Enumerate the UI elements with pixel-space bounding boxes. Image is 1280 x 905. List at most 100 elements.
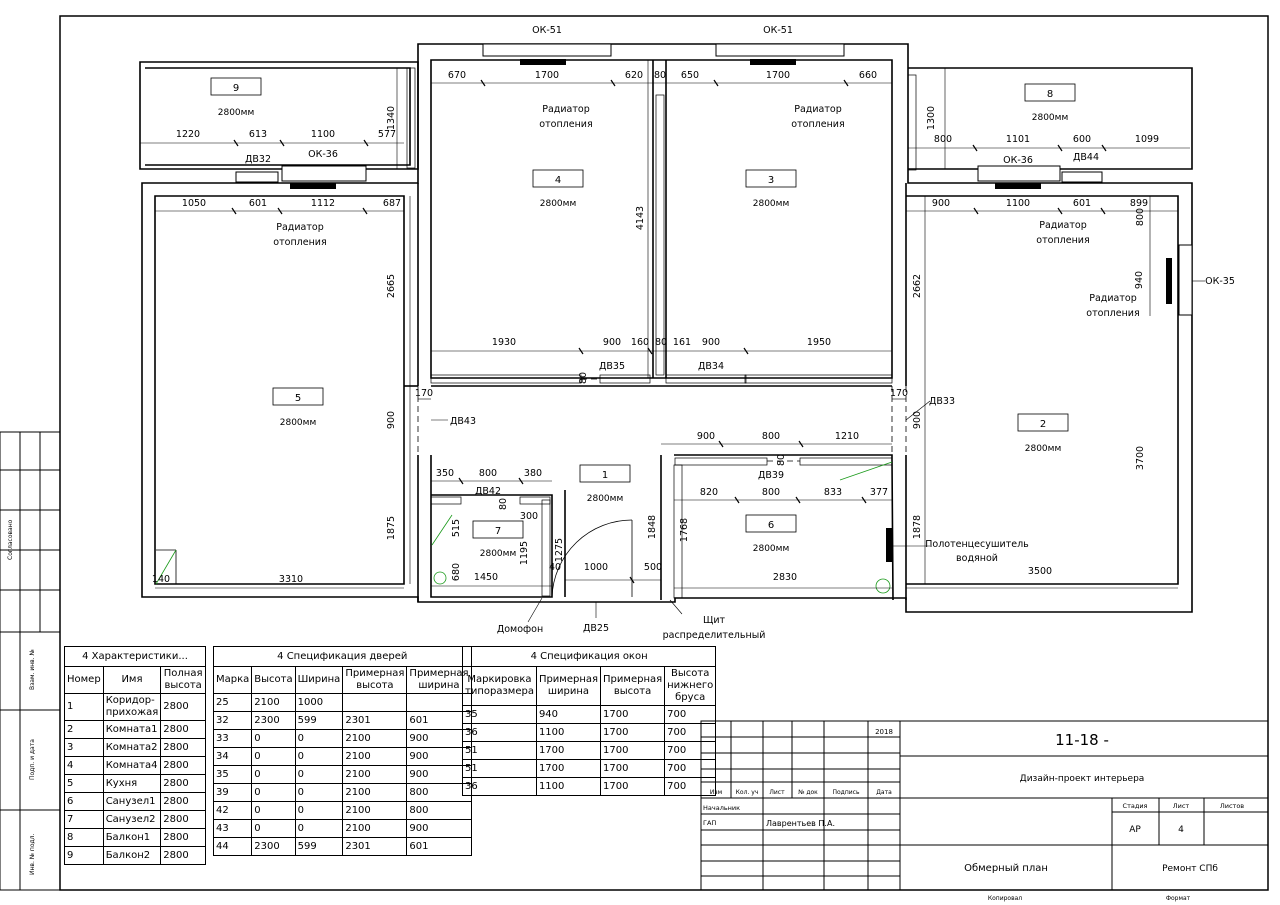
dim-80-d: 80 — [498, 498, 509, 510]
dim-800-a: 800 — [934, 134, 952, 145]
windows-table-row-cell: 1700 — [535, 759, 602, 778]
dim-600: 600 — [1073, 134, 1091, 145]
door-dv33-label: ДВ33 — [929, 396, 955, 407]
dim-601-b: 601 — [1073, 198, 1091, 209]
doors-table-row-cell: 601 — [406, 837, 472, 856]
title-sheet-value: 4 — [1178, 825, 1184, 835]
doors-table: 4 Спецификация дверей Марка Высота Ширин… — [212, 646, 472, 856]
dim-1210: 1210 — [835, 431, 859, 442]
doors-table-row-cell: 0 — [251, 765, 296, 784]
dim-1875: 1875 — [386, 516, 397, 540]
side-label-replace: Взам. инв. № — [29, 649, 36, 690]
dim-170-a: 170 — [415, 388, 433, 399]
doors-table-row-cell: 2100 — [342, 819, 408, 838]
windows-table-row-cell: 700 — [664, 777, 717, 796]
rooms-table-row-cell: Коридор-прихожая — [102, 693, 162, 721]
dim-1220: 1220 — [176, 129, 200, 140]
dim-377: 377 — [870, 487, 888, 498]
doors-table-row-cell: 800 — [406, 801, 472, 820]
dim-1100-a: 1100 — [311, 129, 335, 140]
rooms-table-row-cell: 2800 — [160, 720, 206, 739]
rooms-table-row-cell: 2800 — [160, 828, 206, 847]
doors-header-height: Высота — [251, 666, 296, 694]
dim-1275: 1275 — [554, 538, 565, 562]
windows-table-row-cell: 1700 — [600, 777, 666, 796]
doors-table-row-cell: 34 — [212, 747, 253, 766]
dim-1700-a: 1700 — [535, 70, 559, 81]
dim-650: 650 — [681, 70, 699, 81]
room-8-height: 2800мм — [1032, 113, 1068, 123]
rooms-table-row-cell: Комната4 — [102, 756, 162, 775]
dim-350: 350 — [436, 468, 454, 479]
dim-2830: 2830 — [773, 572, 797, 583]
windows-table-row-cell: 1700 — [600, 723, 666, 742]
side-label-inv: Инв. № подл. — [29, 834, 36, 875]
windows-header-type: Маркировка типоразмера — [462, 666, 537, 706]
dim-800-d: 800 — [762, 487, 780, 498]
sign-header-5: Дата — [876, 789, 892, 796]
dim-140: 140 — [152, 574, 170, 585]
doors-header-approx-height: Примерная высота — [342, 666, 408, 694]
doors-table-row-cell: 2300 — [251, 711, 296, 730]
room-1-number: 1 — [602, 470, 608, 481]
window-ok36-right-label: ОК-36 — [1003, 155, 1033, 166]
dim-899: 899 — [1130, 198, 1148, 209]
doors-header-width: Ширина — [294, 666, 344, 694]
dim-170-b: 170 — [890, 388, 908, 399]
dim-900-d: 900 — [697, 431, 715, 442]
radiator-2-label-1: Радиатор — [1039, 220, 1087, 231]
sign-header-2: Лист — [769, 789, 785, 796]
dim-161: 161 — [673, 337, 691, 348]
dim-160: 160 — [631, 337, 649, 348]
windows-header-height: Примерная высота — [600, 666, 666, 706]
doors-table-row-cell: 0 — [294, 747, 344, 766]
title-sheets-label: Листов — [1220, 802, 1244, 810]
doors-table-row-cell: 42 — [212, 801, 253, 820]
dim-687: 687 — [383, 198, 401, 209]
room-7-number: 7 — [495, 526, 501, 537]
rooms-table-row-cell: 4 — [64, 756, 104, 775]
doors-table-row-cell: 44 — [212, 837, 253, 856]
door-dv35-label: ДВ35 — [599, 361, 625, 372]
windows-table-row-cell: 700 — [664, 741, 717, 760]
partition-hatching — [406, 67, 917, 599]
door-dv43-label: ДВ43 — [450, 416, 476, 427]
dim-515: 515 — [451, 519, 462, 537]
rooms-table-row-cell: 9 — [64, 846, 104, 865]
windows-table-row-cell: 51 — [462, 759, 537, 778]
sign-header-3: № док — [798, 789, 818, 796]
window-ok51-right-label: ОК-51 — [763, 25, 793, 36]
rooms-header-height: Полная высота — [160, 666, 206, 694]
doors-table-row-cell: 0 — [251, 783, 296, 802]
doors-table-row-cell: 2100 — [342, 747, 408, 766]
windows — [235, 43, 1193, 316]
windows-table-row-cell: 1700 — [600, 705, 666, 724]
room-8-number: 8 — [1047, 89, 1053, 100]
dim-3500: 3500 — [1028, 566, 1052, 577]
rooms-table-row-cell: 8 — [64, 828, 104, 847]
rooms-table-row-cell: 3 — [64, 738, 104, 757]
doors-table-row-cell — [342, 693, 408, 712]
doors-header-mark: Марка — [212, 666, 253, 694]
title-block-grid — [700, 720, 1269, 891]
title-role-1: Начальник — [703, 804, 740, 812]
door-dv34-label: ДВ34 — [698, 361, 724, 372]
title-stage-value: АР — [1129, 825, 1141, 835]
dim-1101: 1101 — [1006, 134, 1030, 145]
dim-900-c: 900 — [702, 337, 720, 348]
room-2-height: 2800мм — [1025, 444, 1061, 454]
dim-1450: 1450 — [474, 572, 498, 583]
rooms-table-row-cell: 2800 — [160, 693, 206, 721]
windows-table-row-cell: 51 — [462, 741, 537, 760]
doors-table-caption: 4 Спецификация дверей — [213, 646, 472, 667]
dim-60: 80 — [578, 372, 589, 384]
doors-table-row-cell: 43 — [212, 819, 253, 838]
sign-header-4: Подпись — [833, 789, 860, 796]
